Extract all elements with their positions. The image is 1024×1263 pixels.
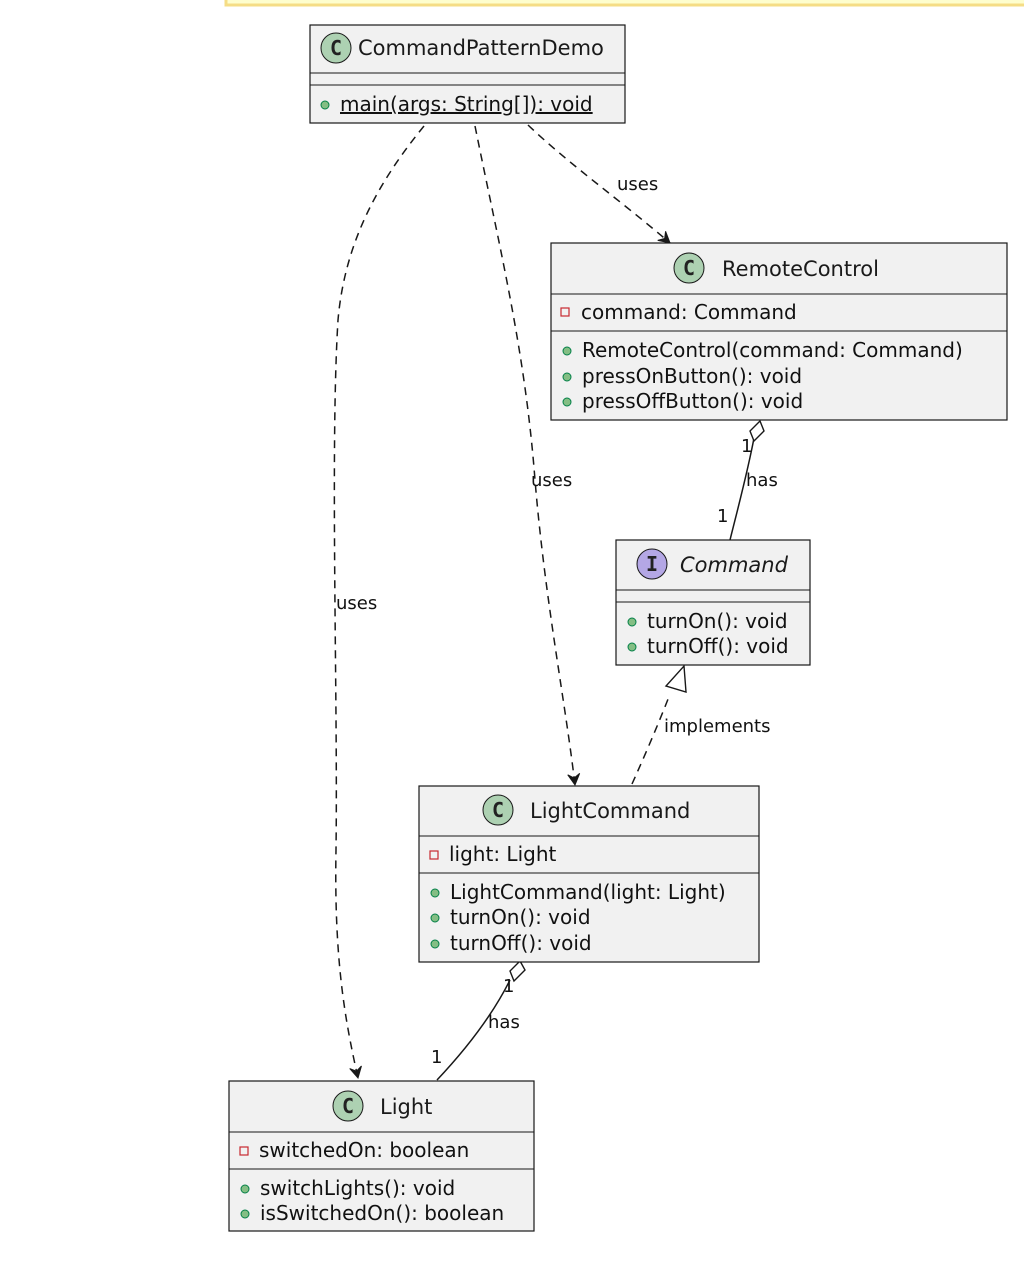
class-name: CommandPatternDemo [358,36,604,60]
relation-label: implements [664,716,771,737]
public-marker-icon [430,939,440,949]
class-remote-control: C RemoteControl command: Command RemoteC… [550,242,1008,421]
relation-label: has [488,1012,520,1033]
to-multiplicity: 1 [431,1047,442,1068]
method-text: pressOffButton(): void [582,389,803,413]
relation-remote-has-command: 1 has 1 [717,419,778,541]
method-text: turnOn(): void [647,609,788,633]
interface-command: I Command turnOn(): void turnOff(): void [615,539,811,666]
field-text: switchedOn: boolean [259,1138,469,1162]
relation-line [631,693,671,785]
public-marker-icon [240,1184,250,1194]
to-multiplicity: 1 [717,506,728,527]
relation-demo-uses-light: uses [333,125,425,1080]
relation-line [527,124,671,244]
public-marker-icon [562,397,572,407]
class-badge-letter: C [683,256,695,280]
relation-demo-uses-remote: uses [527,124,671,244]
class-badge-icon [332,1090,364,1122]
public-marker-icon [562,372,572,382]
class-badge-icon [320,32,352,64]
from-multiplicity: 1 [741,436,752,457]
relation-line [729,437,755,541]
method-text: switchLights(): void [260,1176,455,1200]
class-box [309,24,626,124]
from-multiplicity: 1 [503,976,514,997]
class-box [418,785,760,963]
relation-line [474,125,581,787]
relation-line [436,979,511,1081]
method-text: RemoteControl(command: Command) [582,338,963,362]
method-text: isSwitchedOn(): boolean [260,1201,504,1225]
field-text: light: Light [449,842,556,866]
relation-label: uses [531,470,572,491]
class-badge-letter: C [492,798,504,822]
interface-badge-icon [636,548,668,580]
public-marker-icon [562,346,572,356]
aggregation-diamond [749,419,765,443]
class-name: LightCommand [530,799,690,823]
method-text: turnOff(): void [450,931,592,955]
realization-triangle [664,664,687,693]
class-light-command: C LightCommand light: Light LightCommand… [418,785,760,963]
field-text: command: Command [581,300,797,324]
class-badge-letter: C [330,36,342,60]
public-marker-icon [320,100,330,110]
top-banner-edge [224,0,1024,7]
method-text: turnOff(): void [647,634,789,658]
public-marker-icon [240,1209,250,1219]
class-name: Light [380,1095,432,1119]
interface-badge-letter: I [646,552,658,576]
relation-light-command-implements-command: implements [631,664,771,785]
class-name: RemoteControl [722,257,879,281]
private-marker-icon [560,307,570,317]
relation-line [333,125,425,1080]
class-light: C Light switchedOn: boolean switchLights… [228,1080,535,1232]
relation-demo-uses-light-command: uses [474,125,581,787]
public-marker-icon [430,913,440,923]
public-marker-icon [430,888,440,898]
private-marker-icon [239,1146,249,1156]
relation-label: uses [336,593,377,614]
class-badge-icon [482,794,514,826]
interface-name: Command [680,553,789,577]
method-text: LightCommand(light: Light) [450,880,726,904]
aggregation-diamond [509,959,526,983]
public-marker-icon [627,617,637,627]
relation-light-command-has-light: 1 has 1 [431,959,526,1081]
relation-label: has [746,470,778,491]
class-badge-letter: C [342,1094,354,1118]
method-text: main(args: String[]): void [340,92,593,116]
private-marker-icon [429,850,439,860]
class-badge-icon [673,252,705,284]
class-command-pattern-demo: C CommandPatternDemo main(args: String[]… [309,24,626,124]
public-marker-icon [627,642,637,652]
method-text: turnOn(): void [450,905,591,929]
relation-label: uses [617,174,658,195]
class-box [228,1080,535,1232]
method-text: pressOnButton(): void [582,364,802,388]
